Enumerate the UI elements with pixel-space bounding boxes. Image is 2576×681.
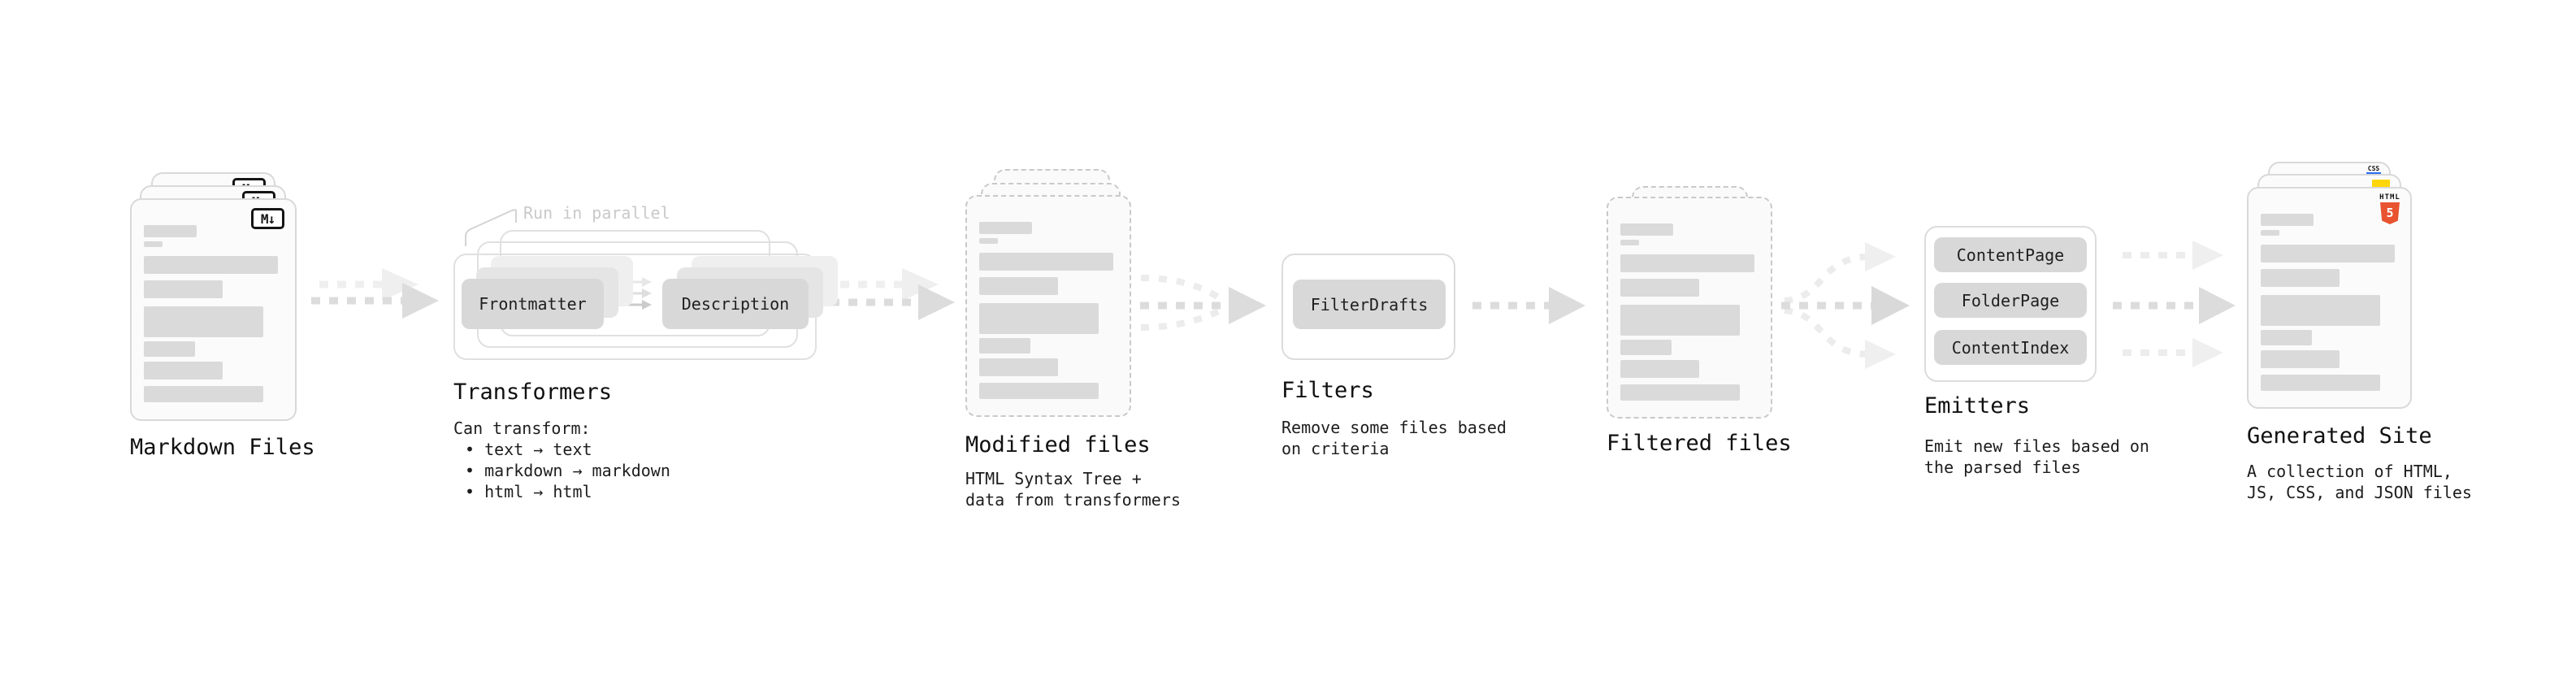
doc-placeholder-lines: [132, 200, 295, 419]
doc-placeholder-lines: [2249, 189, 2410, 407]
arrow-filtered-to-emitters: [1781, 242, 1910, 369]
frontmatter-box: Frontmatter: [462, 279, 604, 329]
doc-text-line: [1620, 360, 1699, 378]
html5-icon-number: 5: [2386, 206, 2394, 220]
site-file-card-html: HTML 5: [2247, 187, 2412, 409]
html5-icon: HTML 5: [2378, 194, 2402, 224]
transformers-bullet: • text → text: [465, 440, 592, 459]
doc-text-line: [144, 241, 163, 247]
doc-text-line: [144, 362, 223, 380]
doc-text-line: [979, 383, 1099, 399]
js-icon: [2372, 180, 2390, 188]
markdown-file-card-front: M↓: [130, 198, 297, 421]
doc-text-line: [979, 277, 1058, 295]
folderpage-box: FolderPage: [1934, 283, 2087, 318]
doc-text-line: [144, 225, 197, 237]
generated-site-caption: A collection of HTML, JS, CSS, and JSON …: [2247, 462, 2472, 502]
markdown-icon: M↓: [251, 208, 284, 229]
stage-title-emitters: Emitters: [1924, 393, 2031, 419]
run-in-parallel-annotation: Run in parallel: [523, 203, 670, 223]
doc-text-line: [2261, 245, 2395, 262]
doc-placeholder-lines: [967, 197, 1130, 415]
doc-text-line: [979, 358, 1058, 376]
doc-placeholder-lines: [1608, 198, 1771, 417]
doc-text-line: [144, 386, 263, 402]
stage-title-modified-files: Modified files: [965, 432, 1151, 458]
doc-text-line: [979, 222, 1032, 234]
doc-text-line: [979, 303, 1099, 334]
doc-text-line: [144, 341, 195, 357]
transformers-bullet: • markdown → markdown: [465, 461, 670, 480]
doc-text-line: [979, 338, 1030, 354]
transformers-caption-heading: Can transform:: [453, 419, 591, 438]
filters-caption: Remove some files based on criteria: [1281, 418, 1507, 458]
doc-text-line: [2261, 330, 2312, 345]
doc-text-line: [1620, 384, 1740, 401]
doc-text-line: [2261, 214, 2314, 226]
doc-text-line: [1620, 223, 1673, 236]
modified-files-caption: HTML Syntax Tree + data from transformer…: [965, 469, 1181, 510]
modified-file-card-front: [965, 195, 1131, 417]
doc-text-line: [1620, 340, 1672, 355]
doc-text-line: [144, 256, 278, 274]
doc-text-line: [144, 306, 263, 337]
filterdrafts-box: FilterDrafts: [1293, 280, 1446, 329]
doc-text-line: [979, 253, 1113, 271]
doc-text-line: [2261, 350, 2340, 368]
stage-title-filtered-files: Filtered files: [1607, 431, 1792, 456]
css-icon-underline: [2366, 172, 2381, 175]
doc-text-line: [1620, 305, 1740, 336]
contentpage-box: ContentPage: [1934, 237, 2087, 272]
doc-text-line: [2261, 269, 2340, 287]
arrow-filters-to-filtered: [1472, 287, 1585, 324]
html5-icon-label: HTML: [2379, 193, 2400, 202]
emitters-caption: Emit new files based on the parsed files: [1924, 436, 2149, 477]
doc-text-line: [2261, 230, 2279, 236]
doc-text-line: [2261, 295, 2380, 326]
arrow-markdown-to-transformers: [311, 268, 439, 319]
contentindex-box: ContentIndex: [1934, 330, 2087, 365]
css-icon: CSS: [2366, 166, 2381, 175]
arrow-emitters-to-site: [2113, 241, 2236, 367]
arrow-modified-to-filters: [1140, 275, 1266, 331]
arrow-transformers-to-modified: [822, 268, 955, 320]
filtered-file-card-front: [1607, 197, 1772, 419]
stage-title-markdown-files: Markdown Files: [130, 435, 315, 460]
description-box: Description: [662, 279, 809, 329]
transformers-bullet: • html → html: [465, 482, 592, 501]
doc-text-line: [1620, 279, 1699, 297]
doc-text-line: [2261, 375, 2380, 391]
stage-title-generated-site: Generated Site: [2247, 423, 2432, 449]
stage-title-filters: Filters: [1281, 378, 1374, 403]
doc-text-line: [1620, 254, 1754, 272]
doc-text-line: [1620, 240, 1639, 245]
doc-text-line: [979, 238, 998, 244]
html5-icon-shield: 5: [2380, 202, 2400, 224]
doc-text-line: [144, 280, 223, 298]
css-icon-label: CSS: [2367, 165, 2380, 172]
stage-title-transformers: Transformers: [453, 380, 613, 405]
